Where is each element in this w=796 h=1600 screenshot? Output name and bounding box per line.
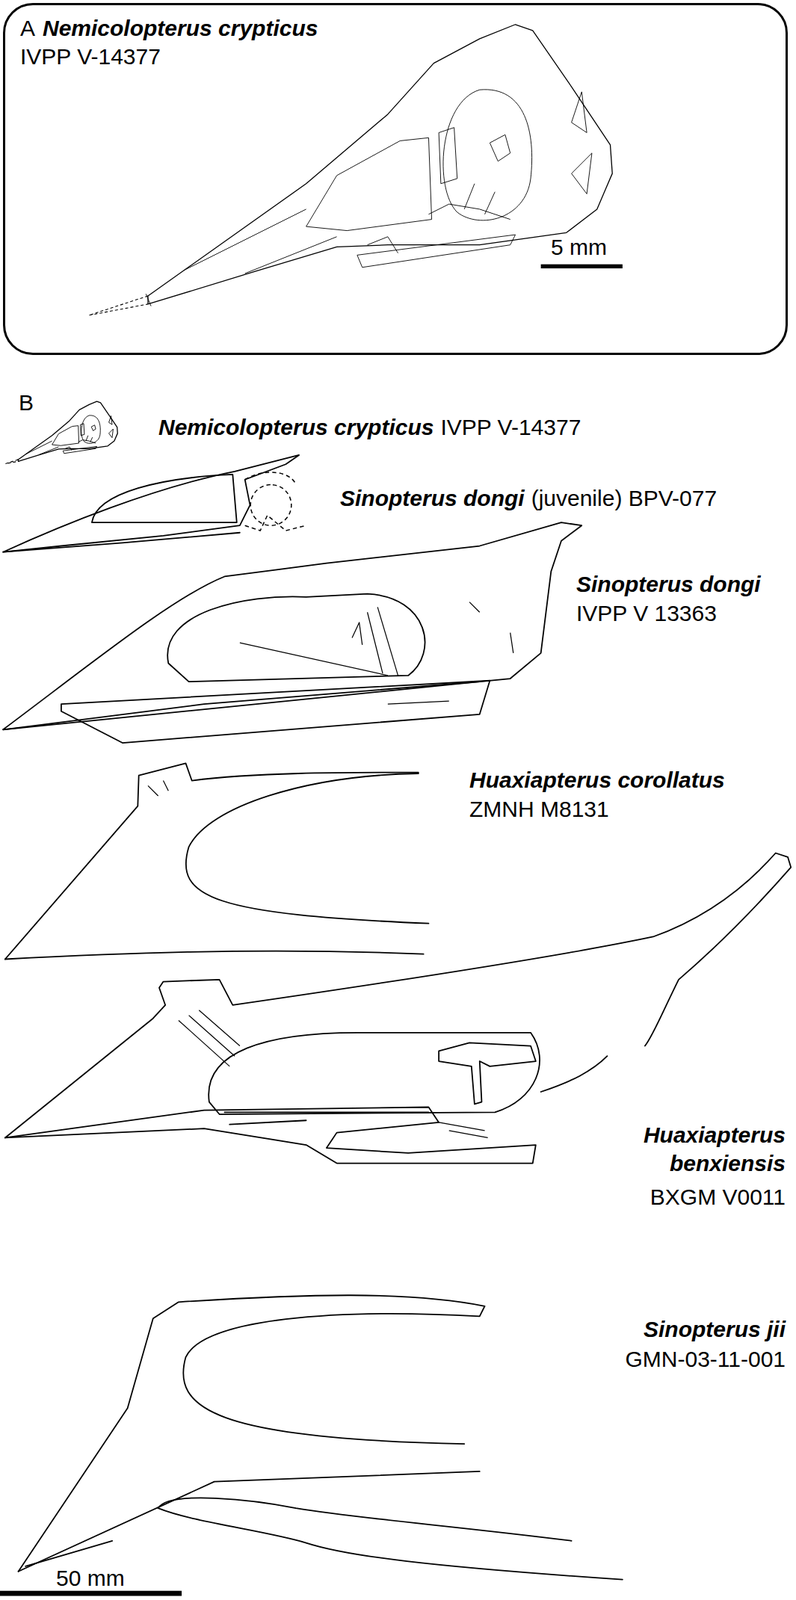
specimen-number: IVPP V-14377 — [20, 42, 161, 72]
panel-letter: A — [20, 14, 36, 43]
species-name: Sinopterus jii — [643, 1315, 786, 1344]
sinopterus-jii-skull — [18, 1295, 623, 1580]
specimen-number: (juvenile) BPV-077 — [531, 484, 717, 513]
specimen-number: BXGM V0011 — [650, 1183, 786, 1212]
sinopterus-juvenile-skull — [2, 455, 307, 553]
scale-label: 50 mm — [56, 1564, 125, 1593]
huaxiapterus-corollatus-skull — [5, 763, 430, 959]
species-name: Nemicolopterus crypticus — [42, 14, 318, 43]
scale-bar — [0, 1591, 182, 1597]
specimen-number: IVPP V-14377 — [440, 413, 581, 442]
scale-bar — [541, 264, 623, 269]
species-name: Huaxiapterus benxiensis — [591, 1121, 786, 1178]
specimen-number: IVPP V 13363 — [576, 599, 717, 628]
panel-letter: B — [18, 388, 34, 418]
specimen-number: GMN-03-11-001 — [624, 1345, 786, 1374]
sinopterus-dongi-skull — [2, 522, 582, 743]
panel-box: ANemicolopterus crypticusIVPP V-14377 — [2, 2, 788, 356]
nemicolopterus-skull-a — [88, 24, 613, 316]
species-name: Sinopterus dongi — [576, 570, 761, 599]
huaxiapterus-benxiensis-skull — [5, 853, 791, 1164]
species-name: Huaxiapterus corollatus — [469, 766, 725, 795]
species-name: Sinopterus dongi — [340, 484, 525, 513]
specimen-number: ZMNH M8131 — [469, 795, 610, 824]
scale-label: 5 mm — [550, 233, 607, 262]
species-name: Nemicolopterus crypticus — [158, 413, 434, 442]
